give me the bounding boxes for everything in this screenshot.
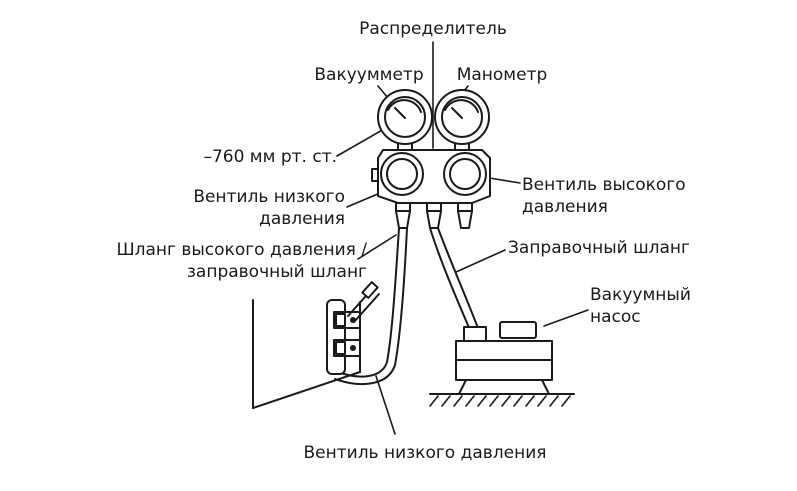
label-high-valve-2: давления bbox=[522, 197, 608, 217]
label-pressure-gauge: Манометр bbox=[457, 65, 548, 85]
pump-inlet-fitting bbox=[463, 326, 487, 342]
high-pressure-hose-inner bbox=[334, 227, 408, 386]
pump-leg-right bbox=[541, 379, 550, 395]
pressure-gauge bbox=[434, 89, 490, 153]
left-port-fitting bbox=[395, 210, 411, 229]
vacuum-gauge-scale bbox=[387, 99, 422, 113]
vacuum-gauge bbox=[377, 89, 433, 153]
leader-bottom-valve bbox=[375, 375, 396, 435]
label-bottom-valve: Вентиль низкого давления bbox=[304, 443, 547, 463]
charging-hose-right-edge bbox=[437, 227, 479, 329]
pressure-gauge-needle bbox=[451, 107, 463, 119]
leader-vacuum-gauge bbox=[377, 85, 389, 99]
label-low-valve-2: давления bbox=[259, 209, 345, 229]
leader-hose bbox=[357, 234, 397, 260]
label-pump-2: насос bbox=[590, 307, 641, 327]
label-hose-2: заправочный шланг bbox=[187, 262, 367, 282]
vacuum-gauge-needle bbox=[394, 107, 406, 119]
label-hose-1: Шланг высокого давления / bbox=[116, 240, 367, 260]
right-port-fitting bbox=[457, 210, 473, 229]
charging-hose-left-edge bbox=[429, 227, 471, 331]
leader-pump bbox=[543, 309, 589, 327]
pump-leg-left bbox=[458, 379, 467, 395]
label-pump-1: Вакуумный bbox=[590, 285, 691, 305]
left-port-nut bbox=[395, 202, 411, 212]
label-high-valve-1: Вентиль высокого bbox=[522, 175, 686, 195]
label-reading: –760 мм рт. ст. bbox=[203, 147, 337, 167]
high-valve-knob-inner bbox=[449, 158, 481, 190]
lower-service-valve-nut bbox=[335, 341, 346, 355]
port-fittings bbox=[395, 202, 473, 229]
lower-valve-stem bbox=[350, 345, 356, 351]
center-port-fitting bbox=[426, 210, 442, 229]
unit-wall-bottom bbox=[252, 371, 361, 409]
leader-low-valve bbox=[346, 192, 381, 208]
leader-charging-hose bbox=[455, 249, 506, 273]
label-low-valve-1: Вентиль низкого bbox=[193, 187, 345, 207]
ground-hatching bbox=[429, 395, 571, 407]
hose-coupler-lower bbox=[353, 293, 380, 323]
high-pressure-hose-outer bbox=[337, 227, 400, 378]
manifold-body bbox=[371, 149, 491, 204]
label-charging-hose: Заправочный шланг bbox=[508, 238, 690, 258]
center-port-nut bbox=[426, 202, 442, 212]
upper-service-valve-nut bbox=[335, 313, 346, 327]
pressure-gauge-scale bbox=[444, 99, 479, 113]
low-valve-knob-inner bbox=[386, 158, 418, 190]
hose-coupler-nut bbox=[361, 281, 379, 299]
label-manifold: Распределитель bbox=[359, 19, 507, 39]
right-port-nut bbox=[457, 202, 473, 212]
label-vacuum-gauge: Вакуумметр bbox=[314, 65, 423, 85]
pump-handle bbox=[499, 321, 537, 339]
outdoor-unit bbox=[252, 281, 380, 409]
vacuum-pump bbox=[429, 321, 575, 407]
